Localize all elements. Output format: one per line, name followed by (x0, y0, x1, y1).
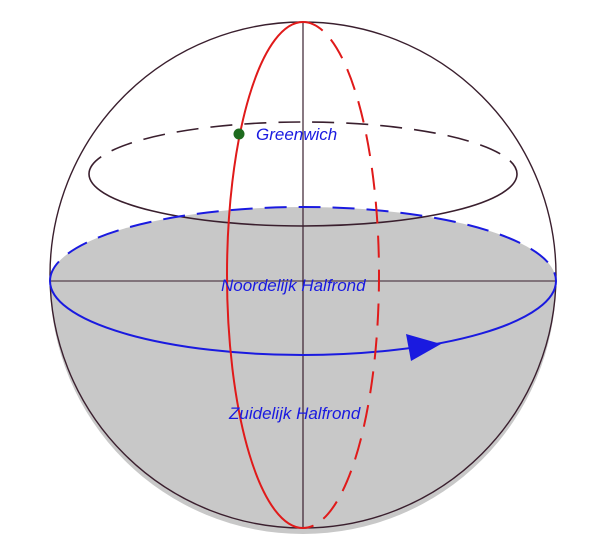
latitude-circle-back (88, 121, 518, 175)
equator-back (49, 206, 557, 282)
equator-front (49, 280, 557, 356)
meridian-back (302, 21, 380, 529)
northern-hemisphere-label: Noordelijk Halfrond (221, 276, 366, 295)
greenwich-label: Greenwich (256, 125, 337, 144)
greenwich-dot (233, 128, 245, 140)
southern-hemisphere-label: Zuidelijk Halfrond (228, 404, 361, 423)
meridian-front (226, 21, 304, 529)
latitude-circle-front (88, 173, 518, 227)
equator-arrow-icon (406, 334, 441, 361)
